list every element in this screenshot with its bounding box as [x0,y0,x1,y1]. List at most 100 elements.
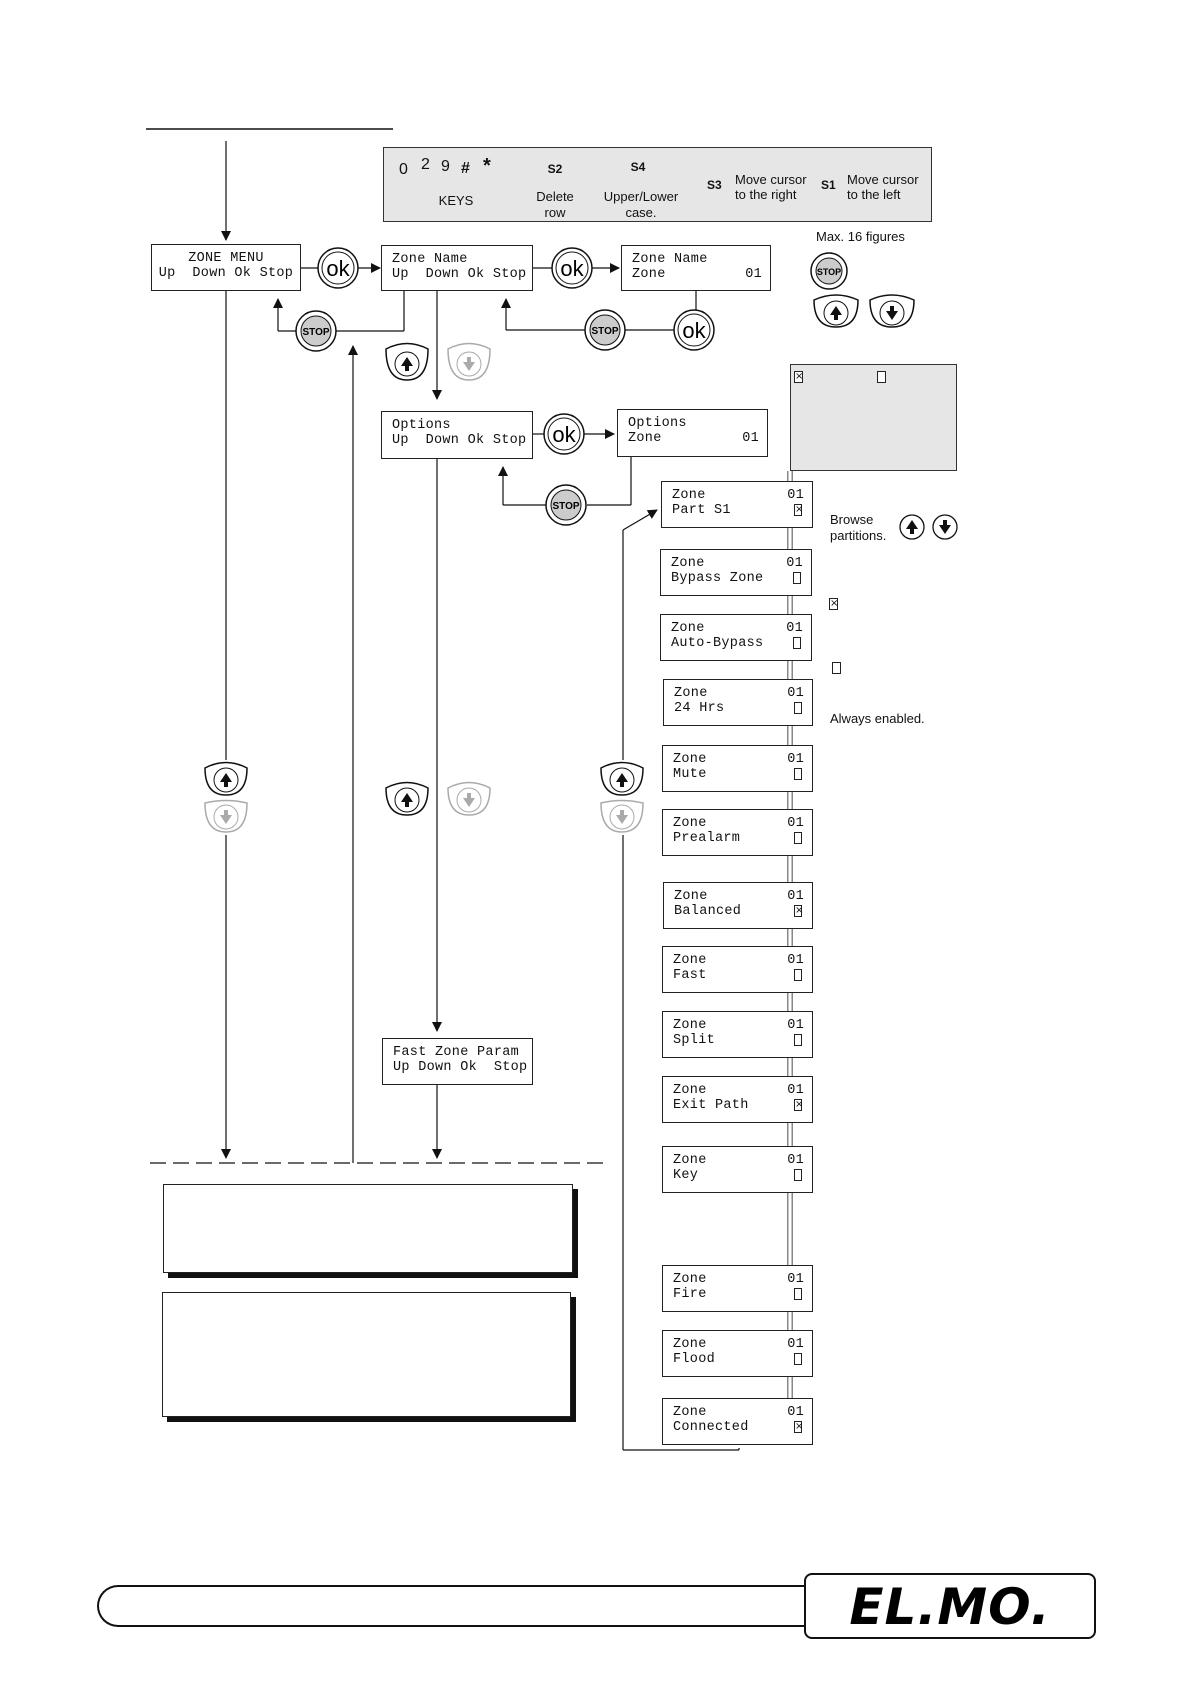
option-zone-label: Zone [673,1018,707,1033]
option-checkbox[interactable]: × [794,905,804,917]
option-name: Auto-Bypass [671,636,764,651]
zone-number: 01 [787,1153,804,1168]
zone-number: 01 [786,556,803,571]
ok-button[interactable]: ok [543,413,585,455]
option-zone-label: Zone [673,1272,707,1287]
zone-number: 01 [787,686,804,701]
ok-button[interactable]: ok [551,247,593,289]
brand-logo: EL.MO. [804,1573,1096,1639]
option-zone-label: Zone [674,686,708,701]
zone-name-edit-line1: Zone Name [632,252,708,267]
option-zone-label: Zone [673,1337,707,1352]
option-checkbox[interactable] [794,1288,802,1300]
stop-button[interactable]: STOP [545,484,587,526]
unchecked-box-icon [832,662,841,674]
option-checkbox[interactable] [794,1034,802,1046]
option-checkbox[interactable]: × [794,1421,804,1433]
option-name: Fire [673,1287,707,1302]
ok-button[interactable]: ok [673,309,715,351]
up-arrow-icon[interactable] [204,761,248,796]
option-checkbox[interactable]: × [794,1099,804,1111]
up-arrow-icon[interactable] [385,342,429,381]
zone-option-display: Zone 01 24 Hrs [663,679,813,726]
zone-name-line2: Up Down Ok Stop [392,267,527,282]
option-name: Fast [673,968,707,983]
stop-button[interactable]: STOP [295,310,337,352]
down-arrow-icon[interactable] [204,799,248,833]
footer-bar [97,1585,812,1627]
zone-name-line1: Zone Name [392,252,468,267]
always-enabled-note: Always enabled. [830,711,925,726]
stop-button[interactable]: STOP [810,252,848,290]
option-name: Bypass Zone [671,571,764,586]
option-name: 24 Hrs [674,701,725,716]
case-label-1: Upper/Lower [603,189,679,204]
svg-text:STOP: STOP [302,327,329,338]
zone-number: 01 [742,431,759,446]
fast-zone-line2: Up Down Ok Stop [393,1060,528,1075]
option-checkbox[interactable] [794,969,802,981]
ok-button[interactable]: ok [317,247,359,289]
zone-number: 01 [787,1337,804,1352]
checked-box-icon: × [794,371,804,383]
option-checkbox[interactable] [794,768,802,780]
option-checkbox[interactable] [793,572,801,584]
svg-text:STOP: STOP [817,267,841,277]
svg-text:ok: ok [682,318,706,343]
svg-text:STOP: STOP [552,501,579,512]
cursor-right-key-id: S3 [707,178,722,192]
stop-button[interactable]: STOP [584,309,626,351]
note-box [163,1184,573,1273]
cursor-right-label-1: Move cursor [735,172,807,187]
down-arrow-icon[interactable] [869,294,915,328]
zone-number: 01 [787,816,804,831]
cursor-left-label-1: Move cursor [847,172,919,187]
case-label-2: case. [625,205,657,220]
up-arrow-icon[interactable] [600,761,644,796]
up-arrow-icon[interactable] [385,781,429,816]
zone-name-display: Zone Name Up Down Ok Stop [381,245,533,291]
option-name: Connected [673,1420,749,1435]
option-checkbox[interactable]: × [794,504,804,516]
option-checkbox[interactable] [793,637,801,649]
option-zone-label: Zone [671,621,705,636]
digit-key-2: 2 [421,156,430,173]
options-line2: Up Down Ok Stop [392,433,527,448]
zone-menu-display: ZONE MENU Up Down Ok Stop [151,244,301,291]
svg-text:ok: ok [560,256,584,281]
svg-text:ok: ok [552,422,576,447]
down-arrow-icon[interactable] [932,514,958,540]
zone-number: 01 [787,953,804,968]
zone-number: 01 [787,1272,804,1287]
keys-label: KEYS [438,193,474,208]
zone-number: 01 [787,1018,804,1033]
up-arrow-icon[interactable] [813,294,859,328]
delete-key-id: S2 [547,162,563,176]
option-checkbox[interactable] [794,702,802,714]
digit-key-star: * [483,155,491,177]
down-arrow-icon[interactable] [600,799,644,833]
digit-key-0: 0 [399,161,408,178]
down-arrow-icon[interactable] [447,781,491,816]
option-name: Key [673,1168,699,1183]
option-checkbox[interactable] [794,832,802,844]
fast-zone-line1: Fast Zone Param [393,1045,520,1060]
cursor-left-label-2: to the left [847,187,901,202]
option-checkbox[interactable] [794,1169,802,1181]
up-arrow-icon[interactable] [899,514,925,540]
option-name: Split [673,1033,716,1048]
digit-key-hash: # [461,160,470,177]
down-arrow-icon[interactable] [447,342,491,381]
option-name: Part S1 [672,503,731,518]
fast-zone-param-display: Fast Zone Param Up Down Ok Stop [382,1038,533,1085]
option-checkbox[interactable] [794,1353,802,1365]
option-zone-label: Zone [672,488,706,503]
